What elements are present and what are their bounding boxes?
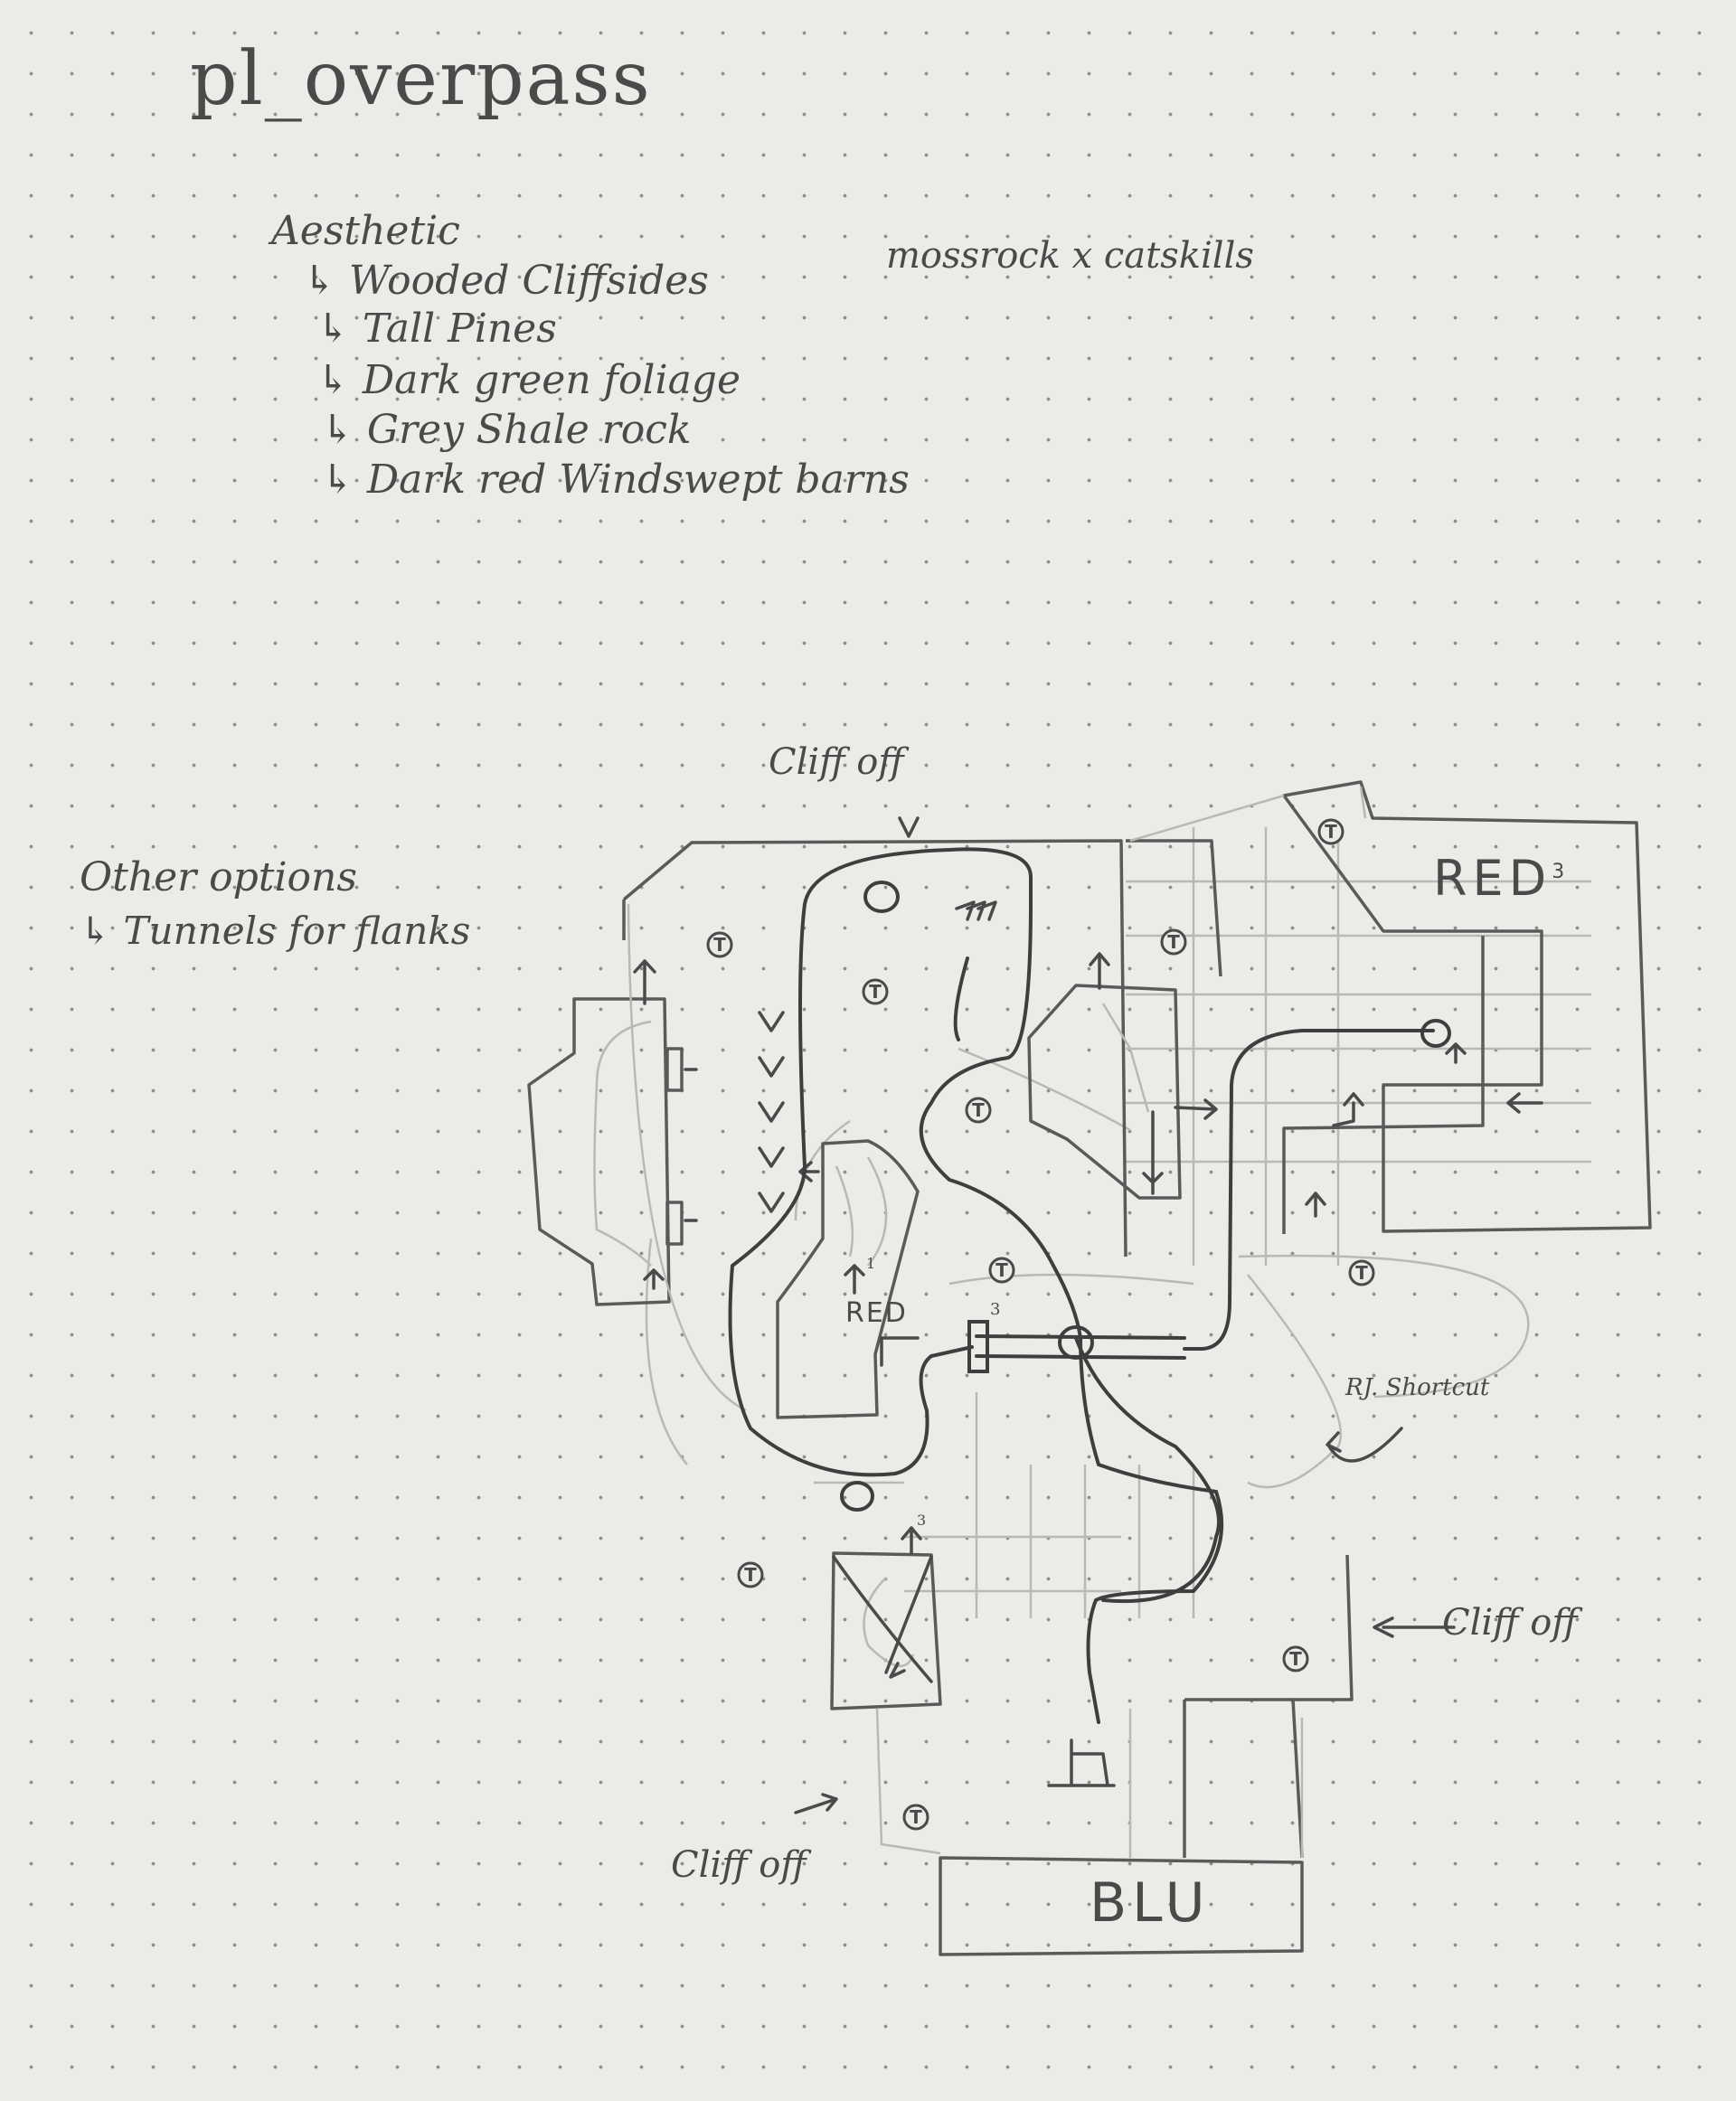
health-pack-icon: T [1282, 1645, 1309, 1672]
checkpoint-node [1058, 1325, 1094, 1360]
svg-text:T: T [1325, 821, 1337, 843]
svg-text:T: T [713, 934, 726, 956]
aesthetic-item: ↳ Grey Shale rock [321, 407, 692, 453]
aesthetic-note: mossrock x catskills [886, 235, 1254, 277]
red-base [1129, 780, 1652, 1234]
route-arrows [794, 816, 1543, 1814]
lower-room [830, 1526, 942, 1710]
aesthetic-item: ↳ Dark red Windswept barns [321, 457, 910, 503]
aesthetic-heading: Aesthetic [271, 208, 460, 254]
health-pack-icon: T [737, 1561, 764, 1588]
red-base-label: RED3 [1433, 850, 1571, 907]
center-red-sup: 1 [866, 1255, 876, 1272]
lower-number: 3 [917, 1512, 927, 1529]
left-flank-room [527, 959, 698, 1306]
svg-text:T: T [869, 981, 882, 1003]
aesthetic-item: ↳ Tall Pines [316, 306, 557, 352]
svg-text:T: T [910, 1806, 922, 1828]
health-pack-icon: T [1160, 928, 1187, 956]
blu-base [875, 1554, 1354, 1956]
other-options-item: ↳ Tunnels for flanks [80, 909, 471, 953]
page-title: pl_overpass [190, 36, 652, 122]
health-pack-icon: T [988, 1257, 1015, 1284]
checkpoints [840, 881, 1451, 1512]
track-chevrons [758, 900, 997, 1213]
svg-text:T: T [995, 1259, 1008, 1281]
other-options-heading: Other options [80, 854, 357, 900]
health-pack-icon: T [902, 1804, 929, 1831]
svg-text:T: T [972, 1099, 985, 1121]
svg-text:T: T [744, 1564, 757, 1586]
health-pack-icon: T [1317, 818, 1344, 845]
mid-building [1027, 952, 1218, 1200]
health-pack-icon: T [706, 931, 733, 958]
health-pack-icon: T [862, 978, 889, 1005]
health-pack-icon: T [1348, 1259, 1375, 1286]
svg-text:T: T [1289, 1648, 1302, 1670]
checkpoint-node [1420, 1019, 1451, 1048]
gate-number: 3 [990, 1300, 1001, 1319]
cliff-off-label-bottom: Cliff off [671, 1844, 807, 1886]
svg-text:T: T [1355, 1262, 1368, 1284]
checkpoint-node [840, 1481, 874, 1512]
outer-boundary [622, 839, 1222, 1412]
rj-shortcut-label: RJ. Shortcut [1345, 1374, 1490, 1401]
cliff-off-label-right: Cliff off [1442, 1602, 1578, 1644]
gate-marker [967, 1320, 989, 1373]
center-red-room [776, 1139, 920, 1419]
aesthetic-item: ↳ Dark green foliage [316, 357, 741, 403]
payload-track [728, 847, 1435, 1724]
svg-text:T: T [1167, 931, 1180, 953]
faint-grid [645, 827, 1591, 1618]
aesthetic-item: ↳ Wooded Cliffsides [303, 258, 709, 304]
health-pack-icon: T [965, 1097, 992, 1124]
blu-base-label: BLU [1090, 1871, 1211, 1935]
checkpoint-node [863, 881, 900, 913]
cliff-off-label-top: Cliff off [769, 741, 904, 783]
health-packs: T T T T T T T T T T [706, 818, 1375, 1831]
center-red-label: RED [845, 1297, 908, 1329]
